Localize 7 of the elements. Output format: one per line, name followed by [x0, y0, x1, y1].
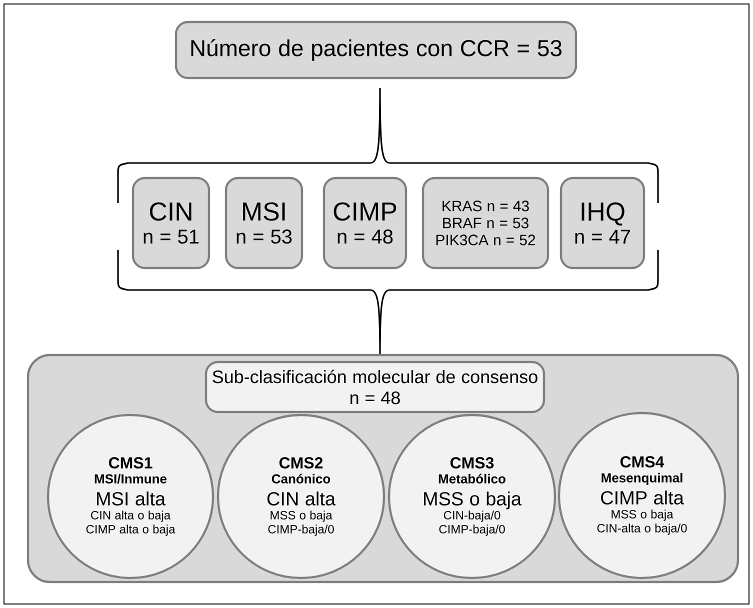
test-box: CIMP n = 48: [322, 176, 408, 270]
test-box: CIN n = 51: [132, 176, 210, 270]
test-box: MSI n = 53: [224, 176, 304, 270]
count-box: Número de pacientes con CCR = 53: [174, 20, 578, 80]
heading-box: Sub-clasificación molecular de consenso n = 48: [204, 360, 546, 414]
test-box: KRAS n = 43 BRAF n = 53 PIK3CA n = 52: [422, 176, 550, 270]
test-box: IHQ n = 47: [560, 176, 646, 270]
